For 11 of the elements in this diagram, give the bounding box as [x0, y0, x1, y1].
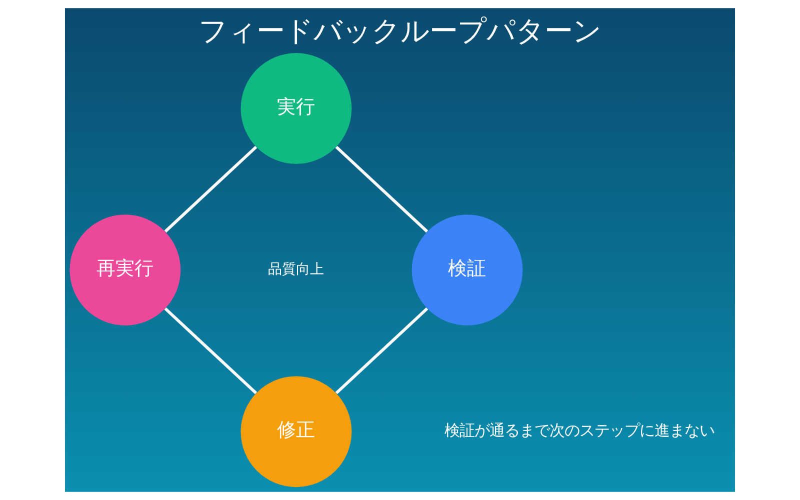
connector	[164, 307, 258, 394]
label: 検証が通るまで次のステップに進まない	[444, 422, 714, 440]
node-circle: 実行	[240, 53, 352, 164]
label: 品質向上	[268, 262, 324, 278]
diagram-title: フィードバックループパターン	[198, 14, 602, 48]
connector	[335, 307, 428, 394]
node-circle: 修正	[240, 376, 352, 488]
connector	[164, 146, 258, 233]
connector	[335, 146, 428, 233]
node-circle: 検証	[412, 214, 523, 326]
node-circle: 再実行	[70, 214, 181, 326]
